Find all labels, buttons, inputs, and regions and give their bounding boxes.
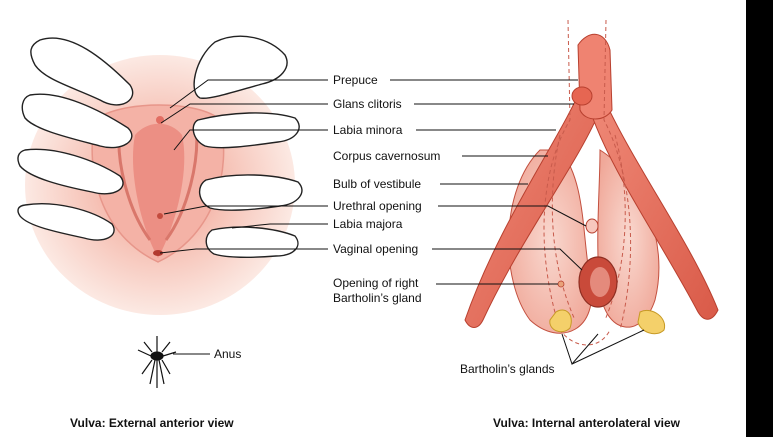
label-bartholins-glands: Bartholin’s glands [460,362,555,376]
leader-line-prepuce [169,79,328,109]
corpus-cavernosum-left-shape [464,78,601,328]
clitoris-shape [156,116,164,124]
bartholin-duct-opening-shape [557,280,565,288]
vaginal-opening-shape [153,250,163,256]
label-bulb-of-vestibule: Bulb of vestibule [333,177,422,191]
label-prepuce: Prepuce [333,73,378,87]
label-vaginal-opening: Vaginal opening [333,242,419,256]
label-urethral-opening: Urethral opening [333,199,422,213]
vestibule-shape [132,123,185,258]
caption-internal-view: Vulva: Internal anterolateral view [493,416,680,430]
leader-line-bartholin-glands [561,333,599,365]
leader-line-vaginal [159,248,328,254]
external-view-illustration [17,35,303,388]
clitoral-body-shape [577,33,613,120]
label-opening-right-bartholin-2: Bartholin’s gland [333,291,422,305]
leader-line-bartholin-glands-2 [571,329,645,365]
internal-view-illustration [464,19,719,346]
leader-line-urethral [163,205,328,215]
leader-line-labia-majora [231,223,328,229]
leader-line-vaginal-right [432,248,583,271]
anatomy-illustration [17,19,719,388]
label-glans-clitoris: Glans clitoris [333,97,402,111]
leader-line-urethral-right [438,205,587,227]
leader-line-glans [160,103,328,124]
bartholin-gland-left-shape [549,309,572,333]
internal-urethral-opening-shape [585,218,599,234]
corpus-cavernosum-right-shape [589,88,719,320]
caption-external-view: Vulva: External anterior view [70,416,234,430]
urethral-opening-shape [157,213,163,219]
leader-line-labia-minora [173,129,328,151]
label-opening-right-bartholin-1: Opening of right [333,276,419,290]
label-corpus-cavernosum: Corpus cavernosum [333,149,441,163]
figure-panel: Prepuce Glans clitoris Labia minora Corp… [0,0,746,437]
vaginal-canal-shape [590,267,610,297]
label-labia-minora: Labia minora [333,123,403,137]
bartholin-gland-right-shape [637,310,666,335]
label-labia-majora: Labia majora [333,217,403,231]
glans-clitoris-shape [571,86,593,106]
anus-shape [137,336,177,388]
label-anus: Anus [214,347,242,361]
labia-outline-dashed [543,19,632,346]
left-hand-drawing [17,37,134,241]
leader-lines [159,79,645,365]
